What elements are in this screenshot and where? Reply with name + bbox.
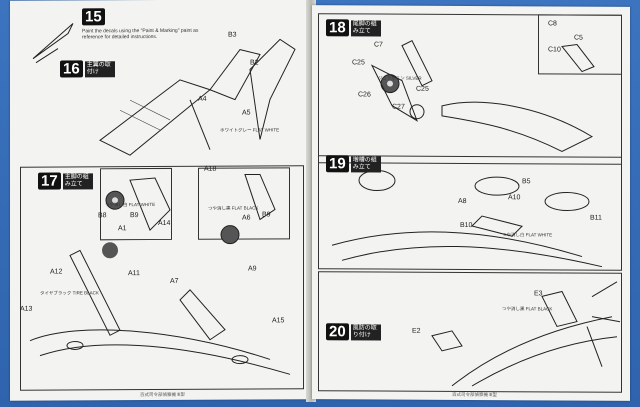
step-15-text: Paint the decals using the "Paint & Mark…: [82, 27, 199, 41]
note-paint-3: つや消し黒 FLAT BLACK: [208, 205, 259, 211]
part-A12: A12: [50, 268, 63, 276]
part-B5: B5: [522, 178, 531, 186]
canopy-drawing: [431, 281, 621, 387]
part-A11: A11: [128, 270, 140, 278]
step-15: 15: [82, 8, 105, 26]
part-C8: C8: [548, 20, 557, 28]
part-A10: A10: [508, 194, 521, 202]
book-spine: [306, 0, 316, 402]
note-paint-2: つや消し白 FLAT WHITE: [105, 202, 156, 208]
part-C5: C5: [574, 34, 583, 42]
part-A1: A1: [118, 225, 127, 233]
note-paint-1: ホワイトグレー FLAT WHITE: [220, 127, 280, 133]
note-paint-4: タイヤブラック TIRE BLACK: [40, 290, 99, 296]
part-A7: A7: [170, 277, 179, 285]
part-A18: A18: [204, 165, 217, 173]
part-E2: E2: [412, 327, 421, 335]
drop-tank-drawing: [331, 170, 603, 268]
right-footer: 百式司令部偵察機 Ⅲ型: [452, 391, 497, 398]
part-A9: A9: [248, 265, 257, 273]
part-A14: A14: [158, 219, 171, 228]
part-A4: A4: [198, 95, 207, 103]
part-B11: B11: [590, 214, 602, 222]
landing-gear-drawing: [29, 173, 291, 375]
note-paint-6: つや消し白 FLAT WHITE: [502, 232, 553, 238]
part-C10: C10: [548, 46, 561, 54]
part-A13: A13: [20, 305, 33, 313]
step-15-number: 15: [82, 8, 105, 26]
part-C7: C7: [374, 41, 383, 49]
left-footer: 百式司令部偵察機 Ⅲ型: [140, 391, 185, 398]
part-A5: A5: [242, 109, 251, 117]
step-20: 20 風防の取り付け: [326, 323, 381, 341]
step-20-label: 風防の取り付け: [350, 323, 381, 341]
part-A6: A6: [242, 214, 251, 222]
part-C25-b: C25: [416, 85, 429, 93]
part-C25-a: C25: [352, 59, 365, 67]
note-paint-7: つや消し黒 FLAT BLACK: [502, 306, 553, 312]
part-B8: B8: [98, 212, 107, 220]
part-B2: B2: [250, 59, 259, 67]
part-C26: C26: [358, 91, 371, 99]
wing-assembly-drawing: [99, 38, 296, 156]
part-C27: C27: [392, 103, 405, 111]
part-B3: B3: [228, 31, 237, 39]
left-page: 15 Paint the decals using the "Paint & M…: [10, 0, 310, 401]
right-page: 18 尾脚の組み立て C7 C25 C8 C10 C5 C26 C27 C25 …: [312, 5, 630, 401]
part-A8: A8: [458, 197, 467, 205]
part-A15: A15: [272, 317, 285, 325]
step-20-number: 20: [326, 323, 349, 341]
part-B9-a: B9: [130, 212, 139, 220]
tail-wheel-drawing: [370, 40, 595, 153]
part-E3: E3: [534, 290, 543, 298]
propeller-illustration: [32, 23, 74, 64]
note-paint-5: ジュラルミン SILVER: [378, 75, 422, 81]
part-B10: B10: [460, 221, 473, 230]
part-B9-b: B9: [262, 211, 271, 219]
